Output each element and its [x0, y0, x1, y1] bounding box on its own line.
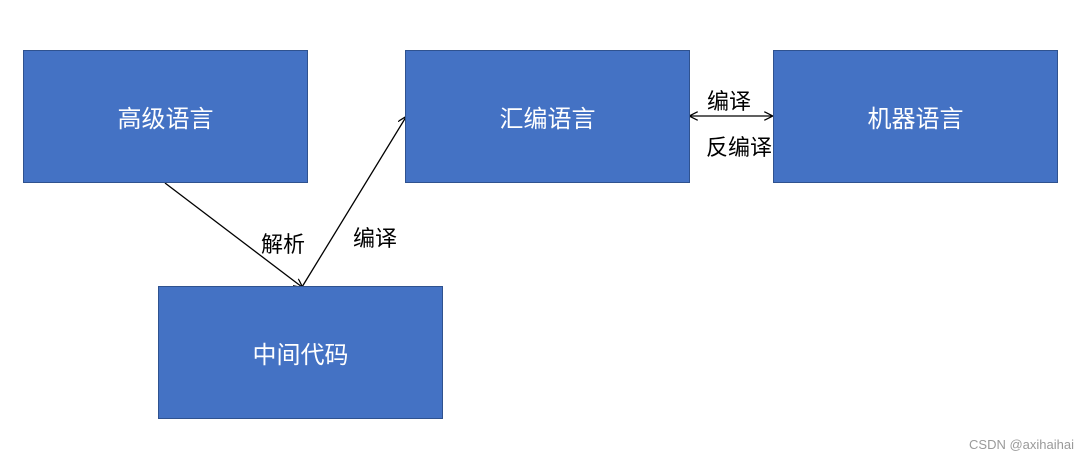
- edge-label-decompile: 反编译: [706, 136, 773, 161]
- edge-label-compile-mid: 编译: [353, 227, 398, 252]
- node-label: 高级语言: [117, 105, 214, 133]
- node-machine-language[interactable]: 机器语言: [773, 50, 1058, 183]
- edge-label-compile-top: 编译: [707, 90, 752, 115]
- edge-intermediate-to-assembly: [301, 117, 406, 288]
- node-label: 中间代码: [252, 341, 349, 369]
- node-high-level-language[interactable]: 高级语言: [23, 50, 308, 183]
- node-intermediate-code[interactable]: 中间代码: [158, 286, 443, 419]
- node-label: 机器语言: [867, 105, 964, 133]
- node-label: 汇编语言: [499, 105, 596, 133]
- edge-label-parse: 解析: [261, 233, 306, 258]
- watermark: CSDN @axihaihai: [969, 437, 1074, 452]
- edge-high-to-intermediate: [164, 182, 302, 287]
- node-assembly-language[interactable]: 汇编语言: [405, 50, 690, 183]
